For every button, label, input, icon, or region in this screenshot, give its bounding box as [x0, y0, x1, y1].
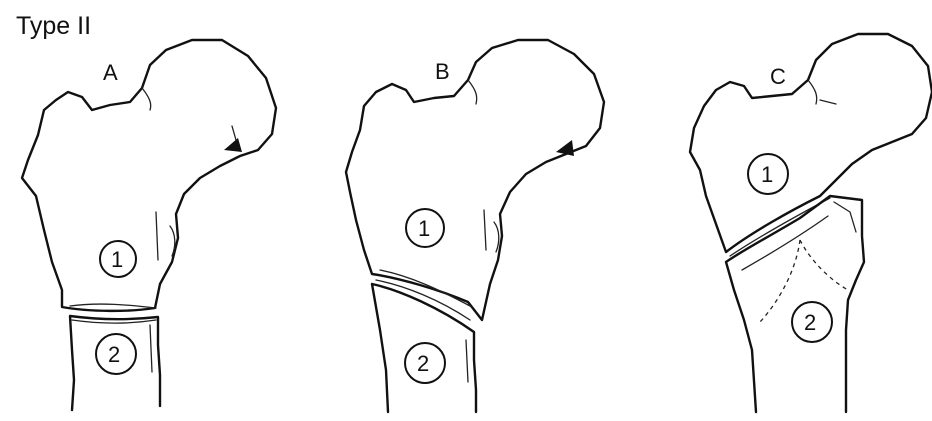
panel-c-proximal-fragment	[690, 34, 932, 252]
panel-a-fragment-1-label: 1	[111, 247, 123, 272]
panel-b: B 1 2	[346, 40, 604, 412]
panel-a-fragment-2-label: 2	[108, 342, 120, 367]
panel-c-distal-fragment	[726, 196, 864, 412]
panel-c-letter: C	[770, 64, 786, 89]
panel-a: A 1 2	[22, 40, 276, 410]
panel-c-fragment-2-label: 2	[804, 310, 816, 335]
panel-b-fragment-2-label: 2	[417, 351, 429, 376]
panel-c-fragment-1-label: 1	[761, 162, 773, 187]
panel-c: C 1 2	[690, 34, 932, 412]
figure-title: Type II	[16, 12, 91, 40]
panel-b-letter: B	[435, 59, 450, 84]
panel-b-fragment-1-label: 1	[418, 216, 430, 241]
panel-b-distal-fragment	[372, 284, 476, 412]
panel-b-proximal-fragment	[346, 40, 604, 320]
panel-a-proximal-fragment	[22, 40, 276, 311]
panel-a-letter: A	[103, 60, 118, 85]
